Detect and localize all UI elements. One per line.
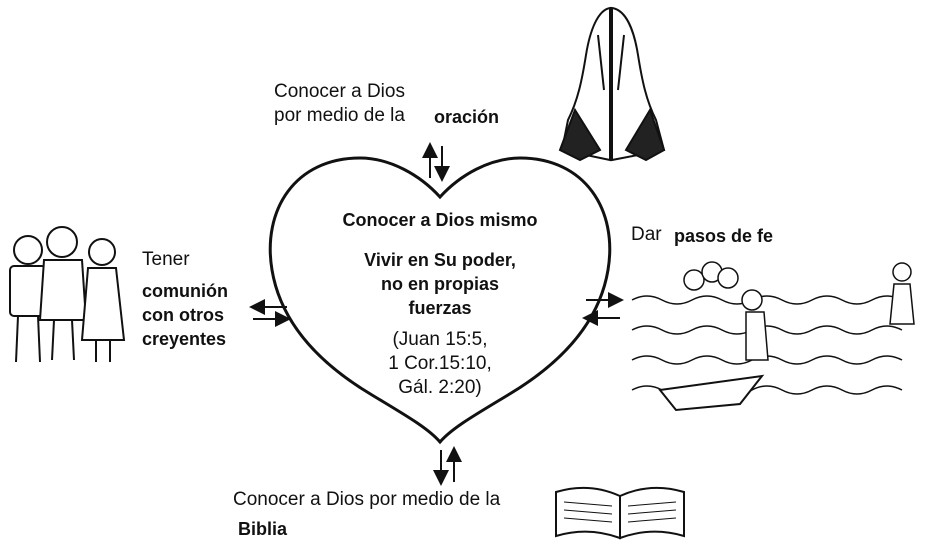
walking-on-water-icon <box>631 261 915 412</box>
left-label-line4: creyentes <box>142 329 227 349</box>
right-label-bold: pasos de fe <box>674 226 774 246</box>
left-label-line3: con otros <box>142 305 225 325</box>
bottom-label-line2: Biblia <box>238 519 288 539</box>
heart-title: Conocer a Dios mismo <box>342 210 538 230</box>
heart-line1: Vivir en Su poder, <box>364 250 516 270</box>
heart-line3: fuerzas <box>408 298 472 318</box>
open-bible-icon <box>555 486 685 540</box>
heart-ref3: Gál. 2:20) <box>398 377 482 398</box>
left-label-line2: comunión <box>142 281 228 301</box>
bottom-label-line1: Conocer a Dios por medio de la <box>233 489 501 510</box>
top-label-line2-bold: oración <box>434 107 500 127</box>
heart-shape <box>268 156 612 445</box>
heart-ref1: (Juan 15:5, <box>392 329 488 350</box>
children-group-icon <box>9 226 126 363</box>
left-label-line1: Tener <box>142 249 190 270</box>
heart-ref2: 1 Cor.15:10, <box>388 353 492 374</box>
praying-hands-icon <box>558 6 666 162</box>
top-label-line2-prefix: por medio de la <box>274 105 405 126</box>
top-label-line1: Conocer a Dios <box>274 81 405 102</box>
right-label-prefix: Dar <box>631 224 662 245</box>
heart-line2: no en propias <box>380 274 499 294</box>
